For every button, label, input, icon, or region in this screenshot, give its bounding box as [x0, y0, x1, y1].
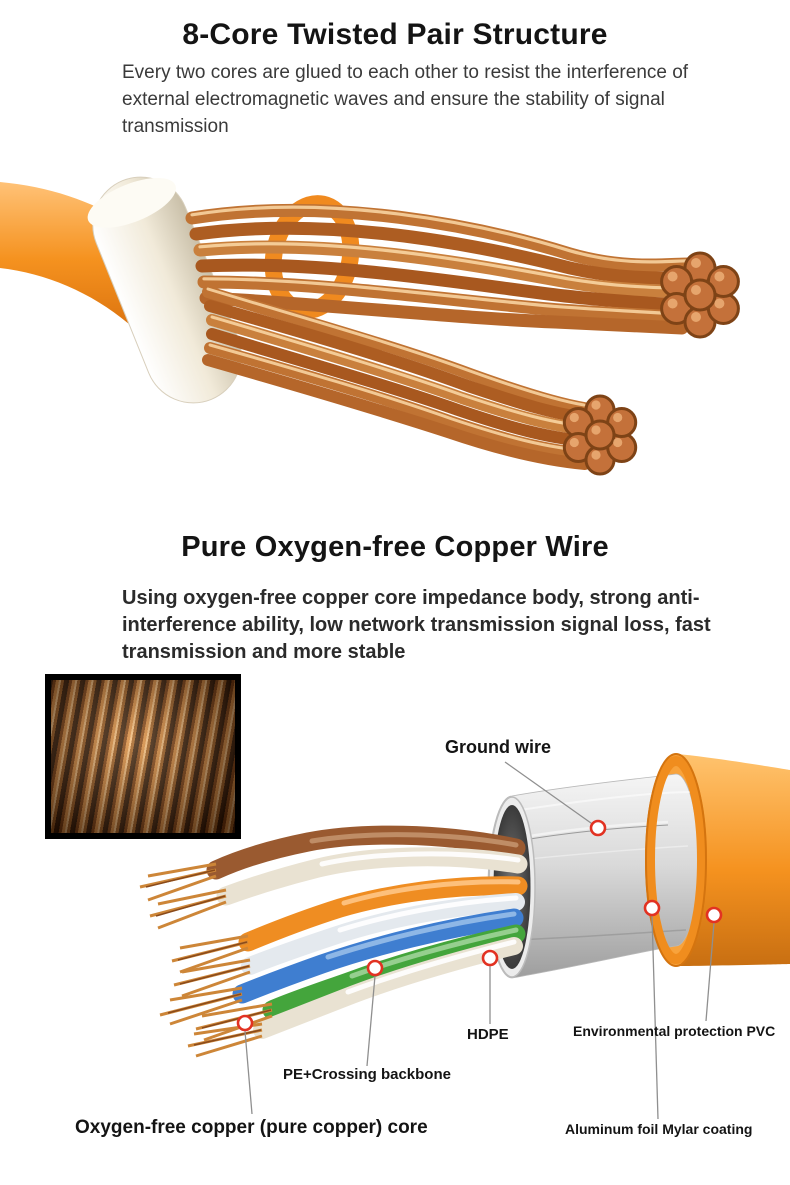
- copper-wire-section-title: Pure Oxygen-free Copper Wire: [181, 531, 609, 563]
- jacket-rim-edge: [645, 753, 707, 967]
- label-hdpe: HDPE: [467, 1026, 509, 1043]
- copper-bundle-lower: [202, 286, 604, 470]
- wire-cross-section-lower: [562, 394, 638, 476]
- jacket-cut-ring: [645, 756, 707, 964]
- twisted-pair-photo: [0, 176, 740, 476]
- copper-wire-description: Using oxygen-free copper core impedance …: [122, 587, 711, 663]
- label-ground-wire: Ground wire: [445, 737, 552, 757]
- leader-lines: [244, 761, 715, 1120]
- marker-mylar: [643, 899, 661, 917]
- callout-markers: [236, 819, 723, 1032]
- marker-pe-backbone: [366, 959, 384, 977]
- marker-pvc: [705, 906, 723, 924]
- label-mylar-coating: Aluminum foil Mylar coating: [565, 1121, 753, 1137]
- label-environmental-pvc: Environmental protection PVC: [573, 1023, 776, 1039]
- copper-texture-photo: [45, 674, 241, 839]
- marker-copper-core: [236, 1014, 254, 1032]
- copper-bundle-upper: [185, 203, 703, 335]
- copper-wire-tips: [139, 862, 273, 1058]
- twisted-pair-description: Every two cores are glued to each other …: [122, 62, 689, 137]
- label-pe-backbone: PE+Crossing backbone: [283, 1066, 451, 1083]
- wire-cross-section-upper: [660, 251, 740, 339]
- label-copper-core: Oxygen-free copper (pure copper) core: [75, 1117, 428, 1138]
- twisted-pair-section-title: 8-Core Twisted Pair Structure: [182, 18, 608, 51]
- twisted-pair-wires: [206, 825, 528, 1039]
- marker-ground-wire: [589, 819, 607, 837]
- cable-cutaway-diagram: [139, 753, 790, 1120]
- marker-hdpe: [481, 949, 499, 967]
